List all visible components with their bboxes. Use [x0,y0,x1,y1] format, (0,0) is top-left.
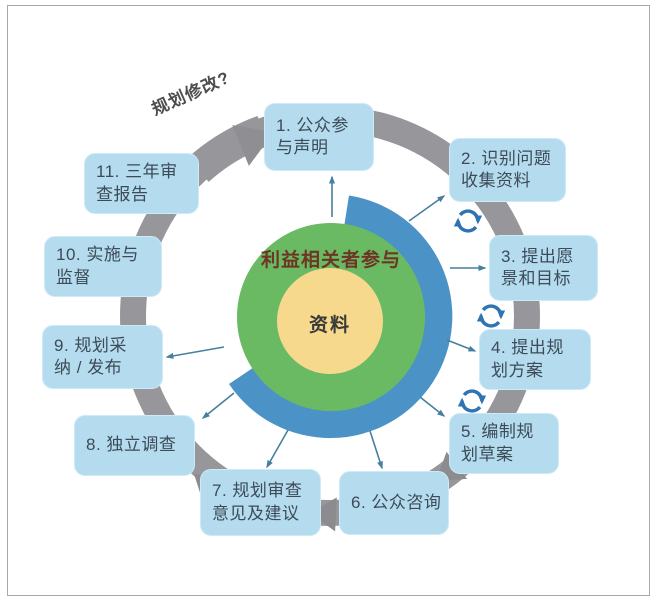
step-label: 1. 公众参 与声明 [276,115,349,157]
feedback-arrow-icon [187,115,274,183]
step-box-8: 8. 独立调查 [74,415,195,476]
step-box-6: 6. 公众咨询 [339,471,449,535]
spoke-arrow [201,392,235,419]
cycle-icon [457,389,487,413]
spoke-arrow [419,396,446,417]
ring-arrow-icon [310,497,337,532]
stakeholder-ring-label: 利益相关者参与 [260,250,401,271]
step-label: 8. 独立调查 [86,435,177,455]
cycle-icons [453,209,506,413]
center-discs [229,195,453,439]
step-label: 11. 三年审 查报告 [96,162,178,204]
step-label: 3. 提出愿 景和目标 [501,246,574,288]
step-box-2: 2. 识别问题 收集资料 [449,138,566,202]
cycle-icon [476,304,506,328]
step-label: 10. 实施与 监督 [56,245,139,287]
spoke-arrows [165,175,487,470]
step-box-4: 4. 提出规 划方案 [479,329,591,390]
step-label: 7. 规划审查 意见及建议 [212,481,303,523]
cycle-icon [453,209,483,233]
data-core-label: 资料 [308,315,351,336]
step-box-11: 11. 三年审 查报告 [84,153,199,214]
step-box-10: 10. 实施与 监督 [44,236,162,297]
spoke-arrow [369,430,383,470]
step-box-9: 9. 规划采 纳 / 发布 [42,325,163,389]
step-box-7: 7. 规划审查 意见及建议 [200,469,321,536]
spoke-arrow [266,429,289,469]
step-label: 4. 提出规 划方案 [491,338,564,380]
yellow-core-disc [277,268,383,374]
step-label: 9. 规划采 纳 / 发布 [54,335,127,377]
spoke-arrow [165,346,225,359]
spoke-arrow [408,195,446,222]
step-label: 6. 公众咨询 [351,492,442,512]
spoke-arrow [446,339,477,352]
step-box-3: 3. 提出愿 景和目标 [489,235,598,301]
step-label: 5. 编制规 划草案 [461,422,534,464]
step-box-5: 5. 编制规 划草案 [449,413,559,474]
step-box-1: 1. 公众参 与声明 [264,103,374,171]
step-label: 2. 识别问题 收集资料 [461,148,552,190]
